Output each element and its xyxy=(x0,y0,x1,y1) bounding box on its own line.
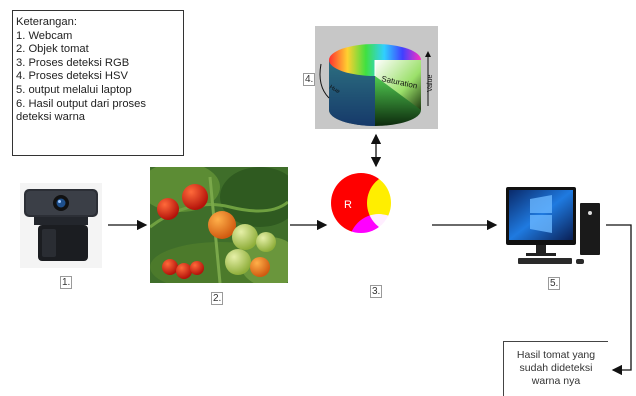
hsv-cylinder-image: Saturation Value Hue xyxy=(315,26,438,129)
legend-item: 5. output melalui laptop xyxy=(16,83,132,96)
hsv-hue-label: Hue xyxy=(328,85,341,96)
result-box: Hasil tomat yang sudah dideteksi warna n… xyxy=(503,341,608,396)
rgb-g-label: G xyxy=(406,199,415,211)
legend-item: 3. Proses deteksi RGB xyxy=(16,56,130,69)
rgb-r-label: R xyxy=(344,199,352,211)
step-label-3: 3. xyxy=(370,285,383,298)
legend-item: 6. Hasil output dari proses deteksi warn… xyxy=(16,97,146,124)
arrow-computer-to-result xyxy=(606,224,632,376)
legend-title: Keterangan: xyxy=(16,16,77,28)
step-label-5: 5. xyxy=(548,277,561,290)
tomato-image xyxy=(150,167,288,283)
step-label-1: 1. xyxy=(60,276,73,289)
result-text: Hasil tomat yang sudah dideteksi warna n… xyxy=(516,349,596,387)
step-label-2: 2. xyxy=(211,292,224,305)
rgb-diagram: R G B xyxy=(330,172,428,278)
hsv-value-label: Value xyxy=(427,75,434,92)
legend-item: 4. Proses deteksi HSV xyxy=(16,70,128,83)
desktop-computer-image xyxy=(500,183,610,267)
legend-box: Keterangan: 1. Webcam 2. Objek tomat 3. … xyxy=(12,10,184,156)
rgb-b-label: B xyxy=(375,253,382,265)
legend-item: 1. Webcam xyxy=(16,29,73,42)
step-label-4: 4. xyxy=(303,73,316,86)
webcam-image xyxy=(20,183,102,268)
legend-item: 2. Objek tomat xyxy=(16,43,89,56)
